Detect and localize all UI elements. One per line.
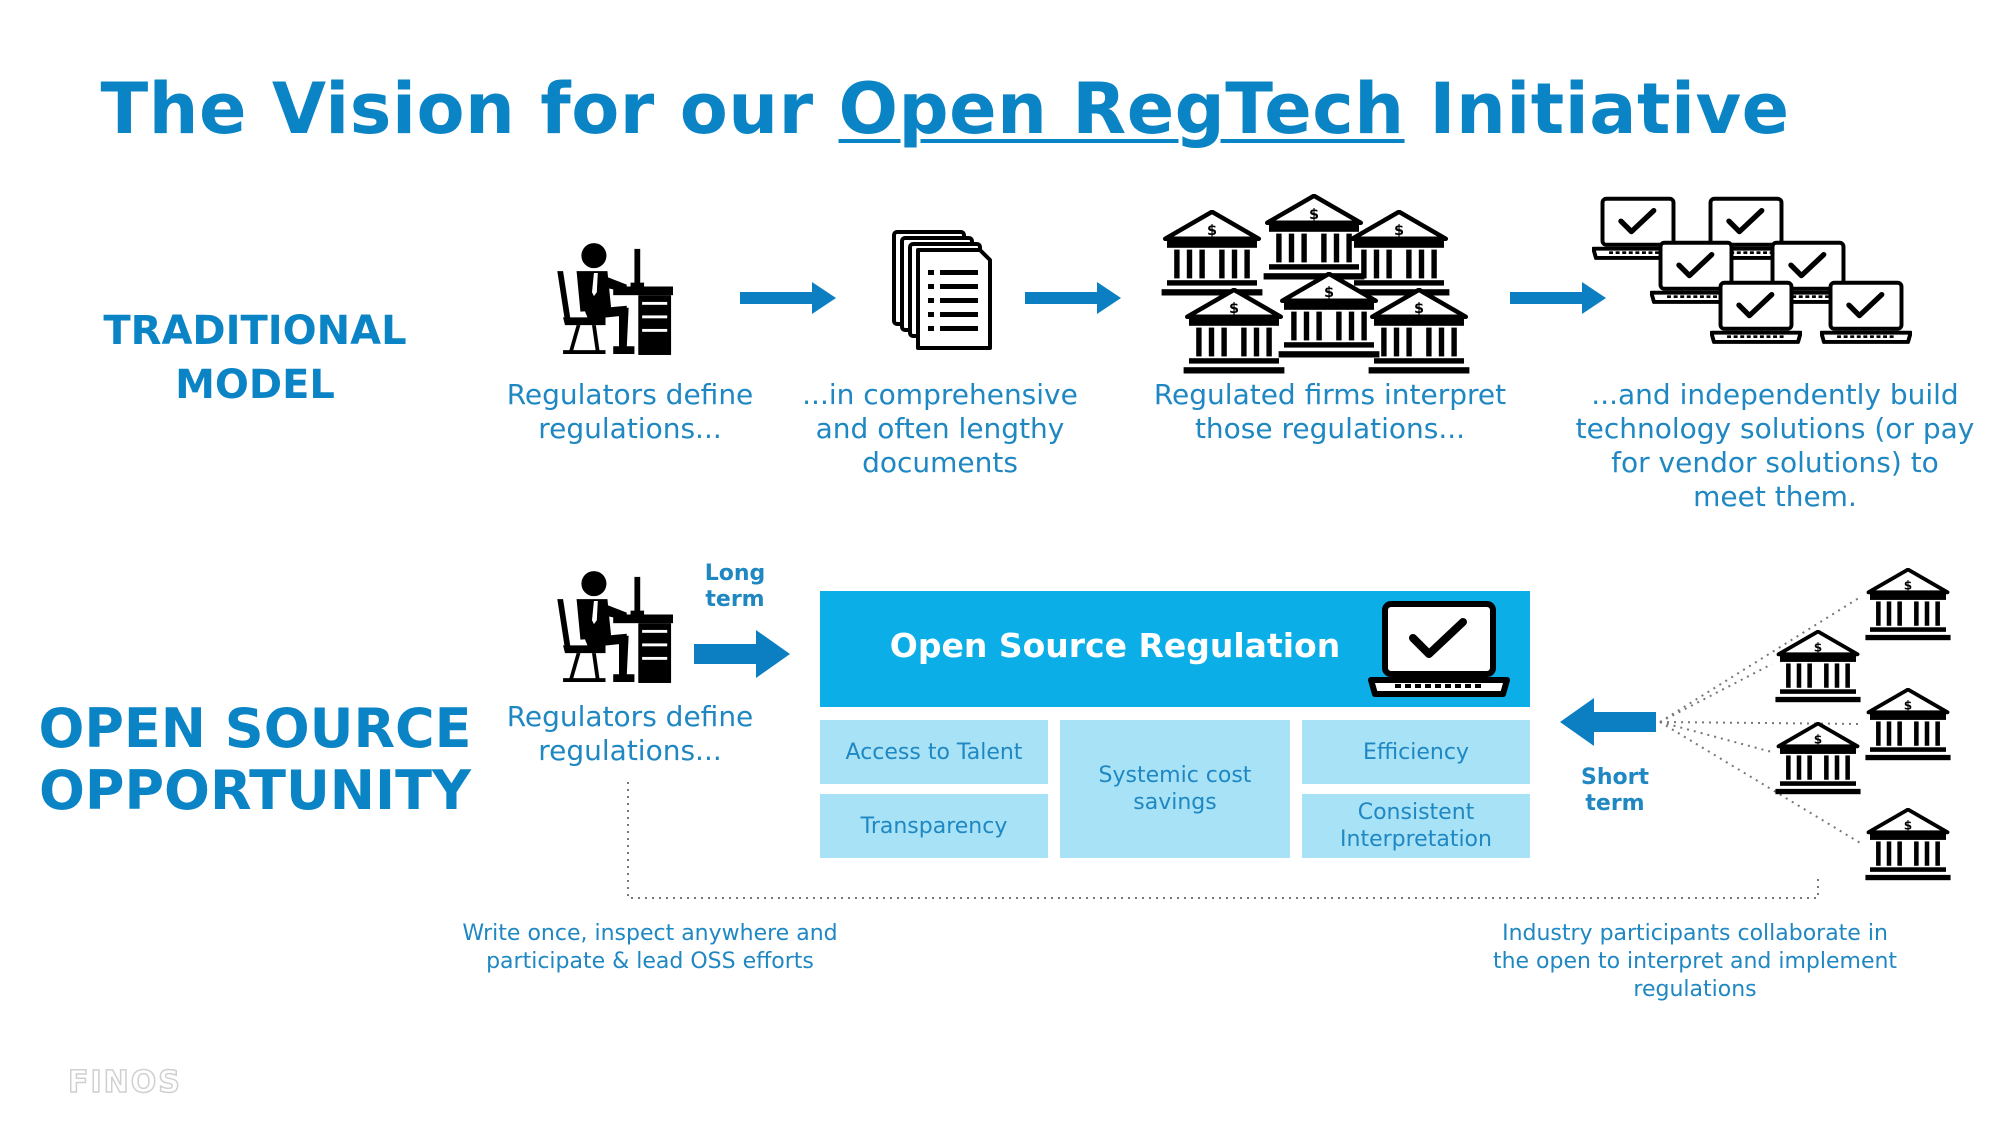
step-caption: Regulators define regulations... — [506, 378, 754, 445]
benefit-systemic-cost-savings: Systemic cost savings — [1060, 720, 1290, 858]
title-after: Initiative — [1404, 68, 1790, 150]
short-term-label: Short term — [1581, 765, 1649, 816]
step-caption: Regulated firms interpret those regulati… — [1153, 378, 1507, 445]
arrow-right-icon — [1025, 282, 1121, 314]
bank-icon — [1862, 568, 1954, 644]
open-source-regulation-title: Open Source Regulation — [889, 626, 1341, 665]
title-link[interactable]: Open RegTech — [838, 68, 1405, 150]
benefit-access-to-talent: Access to Talent — [820, 720, 1048, 784]
title-before: The Vision for our — [100, 68, 839, 150]
opensource-heading-line1: OPEN SOURCE — [38, 697, 472, 760]
note-write-once: Write once, inspect anywhere and partici… — [462, 921, 838, 974]
traditional-model-heading: TRADITIONAL MODEL — [60, 304, 450, 412]
long-term-label: Long term — [704, 561, 766, 612]
step-caption: ...and independently build technology so… — [1575, 378, 1975, 513]
bank-icon — [1772, 722, 1864, 798]
page-title: The Vision for our Open RegTech Initiati… — [0, 68, 1890, 150]
note-industry-collaborate: Industry participants collaborate in the… — [1492, 921, 1898, 1002]
finos-logo: FINOS — [67, 1064, 182, 1101]
documents-icon — [892, 230, 992, 350]
regulator-caption: Regulators define regulations... — [506, 700, 754, 767]
traditional-heading-line1: TRADITIONAL — [103, 308, 407, 354]
arrow-right-icon — [694, 630, 790, 678]
arrow-right-icon — [740, 282, 836, 314]
arrow-left-icon — [1560, 698, 1656, 746]
bank-icon — [1862, 688, 1954, 764]
benefit-consistent-interpretation: Consistent Interpretation — [1302, 794, 1530, 858]
step-caption: ...in comprehensive and often lengthy do… — [802, 378, 1078, 479]
bank-icon — [1862, 808, 1954, 884]
opensource-heading-line2: OPPORTUNITY — [38, 759, 472, 822]
arrow-right-icon — [1510, 282, 1606, 314]
traditional-heading-line2: MODEL — [175, 362, 335, 408]
open-source-opportunity-heading: OPEN SOURCE OPPORTUNITY — [30, 698, 480, 822]
benefit-transparency: Transparency — [820, 794, 1048, 858]
bank-icon — [1772, 630, 1864, 706]
benefit-efficiency: Efficiency — [1302, 720, 1530, 784]
